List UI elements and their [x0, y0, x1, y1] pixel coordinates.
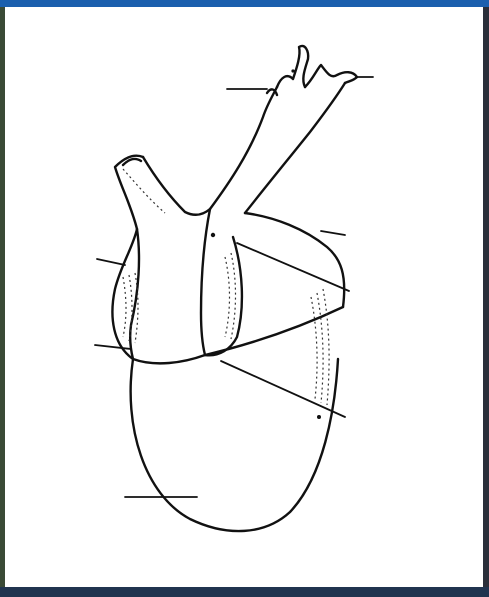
right-hatch-2	[317, 293, 323, 403]
window-bottom-bar	[0, 587, 489, 597]
window-top-bar	[0, 0, 489, 7]
leader-right-middle	[237, 243, 349, 291]
left-appendage-outer	[115, 156, 143, 229]
right-hatch-3	[323, 289, 329, 405]
aorta-hatch-1	[225, 257, 230, 337]
av-junction-line	[133, 355, 205, 363]
right-edge-strip	[483, 7, 489, 587]
leader-right-upper	[321, 231, 345, 235]
top-branch-left	[277, 46, 308, 87]
left-hatch-1	[123, 277, 126, 337]
right-hatch-1	[311, 297, 317, 399]
top-branch-close	[345, 77, 357, 83]
marker-dot-right	[317, 415, 321, 419]
aorta-hatch-2	[231, 253, 236, 339]
leader-right-lower	[221, 361, 345, 417]
heart-diagram	[5, 7, 483, 587]
ventricle-outline	[131, 359, 338, 531]
aorta-inner-contour	[201, 209, 210, 355]
trunk-right-edge	[245, 83, 345, 213]
left-atrium-outline	[112, 229, 137, 359]
aorta-inner-right	[205, 237, 242, 355]
leader-left-middle	[95, 345, 131, 349]
right-atrium-outline	[245, 213, 344, 307]
top-branch-right	[305, 65, 357, 87]
marker-dot-top	[291, 69, 294, 72]
leader-left-upper	[97, 259, 125, 265]
marker-dot-aorta	[211, 233, 215, 237]
diagram-panel	[5, 7, 483, 587]
trunk-left-edge	[210, 87, 277, 209]
left-appendage-inner	[143, 157, 210, 215]
